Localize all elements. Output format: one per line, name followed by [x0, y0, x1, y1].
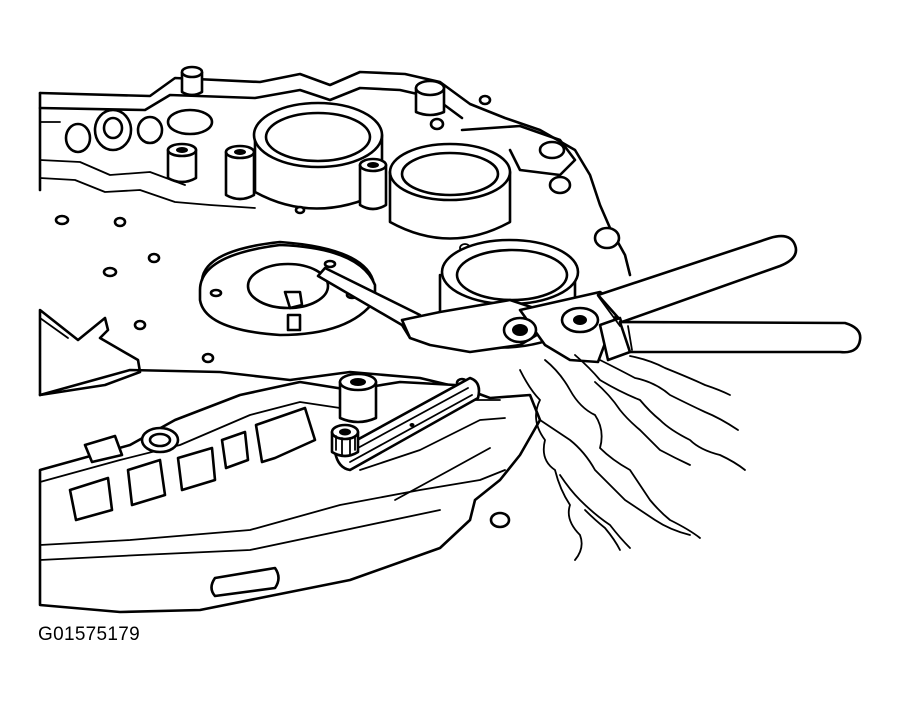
right-upper-details: [460, 126, 619, 252]
snap-ring-pliers: [318, 236, 860, 362]
housing-cavities: [70, 408, 315, 596]
upper-bore: [254, 103, 386, 209]
retainer-bracket: [335, 378, 479, 470]
second-bore: [390, 144, 510, 239]
break-lines: [520, 355, 745, 560]
bracket-boss: [340, 374, 376, 422]
left-bosses: [66, 67, 444, 199]
bolt: [332, 425, 358, 456]
figure-code: G01575179: [38, 624, 141, 645]
